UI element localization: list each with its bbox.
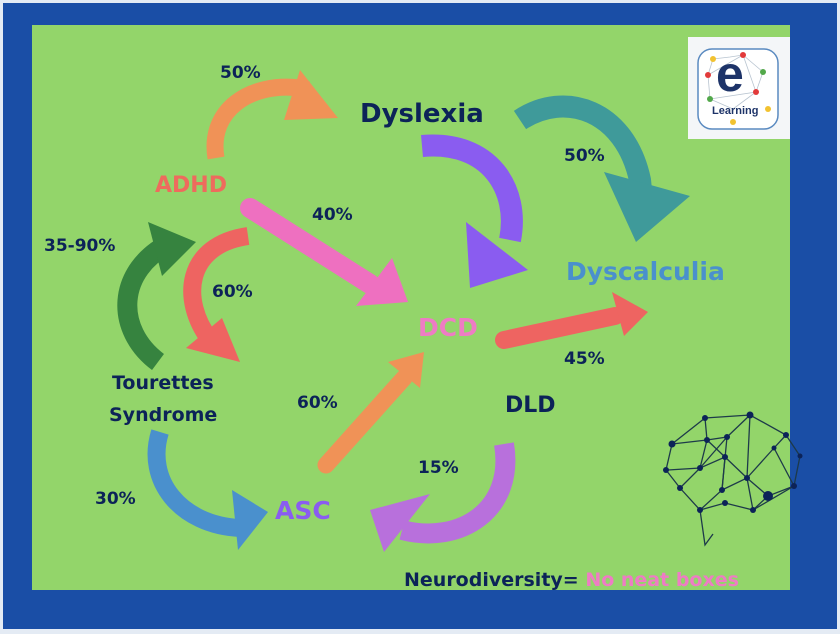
arrow-dld-asc	[370, 442, 516, 552]
diagram-panel	[32, 25, 790, 590]
label-tourettes-asc: 30%	[95, 489, 136, 509]
label-dyslexia-dyscalculia: 50%	[564, 146, 605, 166]
node-dyslexia: Dyslexia	[360, 99, 484, 129]
brain-network-icon	[665, 414, 801, 547]
logo-letter: e	[716, 46, 744, 102]
arrow-adhd-tourettes	[183, 227, 250, 362]
node-adhd: ADHD	[155, 173, 227, 198]
label-adhd-tourettes: 60%	[212, 282, 253, 302]
footer-highlight: No neat boxes	[585, 569, 739, 591]
node-asc: ASC	[275, 496, 331, 525]
arrow-dcd-dyscalculia	[495, 292, 648, 349]
arrow-tourettes-adhd	[117, 222, 196, 371]
node-dcd: DCD	[418, 313, 478, 342]
arrow-adhd-dcd	[240, 198, 408, 306]
node-tourettes-line2: Syndrome	[109, 404, 218, 426]
label-adhd-dcd: 40%	[312, 205, 353, 225]
node-dld: DLD	[505, 393, 556, 418]
label-dcd-dyscalculia: 45%	[564, 349, 605, 369]
elearning-logo-icon	[697, 48, 779, 130]
label-tourettes-adhd: 35-90%	[44, 236, 116, 256]
footer-prefix: Neurodiversity=	[404, 569, 579, 591]
footer-tagline: Neurodiversity= No neat boxes	[404, 569, 739, 591]
arrow-dyslexia-dcd	[421, 134, 528, 288]
label-adhd-dyslexia: 50%	[220, 63, 261, 83]
elearning-logo: e Learning	[688, 37, 790, 139]
logo-text: Learning	[712, 105, 759, 117]
arrow-asc-dcd	[317, 352, 424, 474]
label-asc-dcd: 60%	[297, 393, 338, 413]
arrow-adhd-dyslexia	[206, 70, 338, 160]
node-dyscalculia: Dyscalculia	[566, 257, 725, 286]
brain-nodes	[663, 411, 803, 513]
arrow-tourettes-asc	[147, 429, 268, 550]
label-dld-asc: 15%	[418, 458, 459, 478]
node-tourettes-line1: Tourettes	[112, 372, 214, 394]
arrow-dyslexia-dyscalculia	[513, 95, 690, 242]
